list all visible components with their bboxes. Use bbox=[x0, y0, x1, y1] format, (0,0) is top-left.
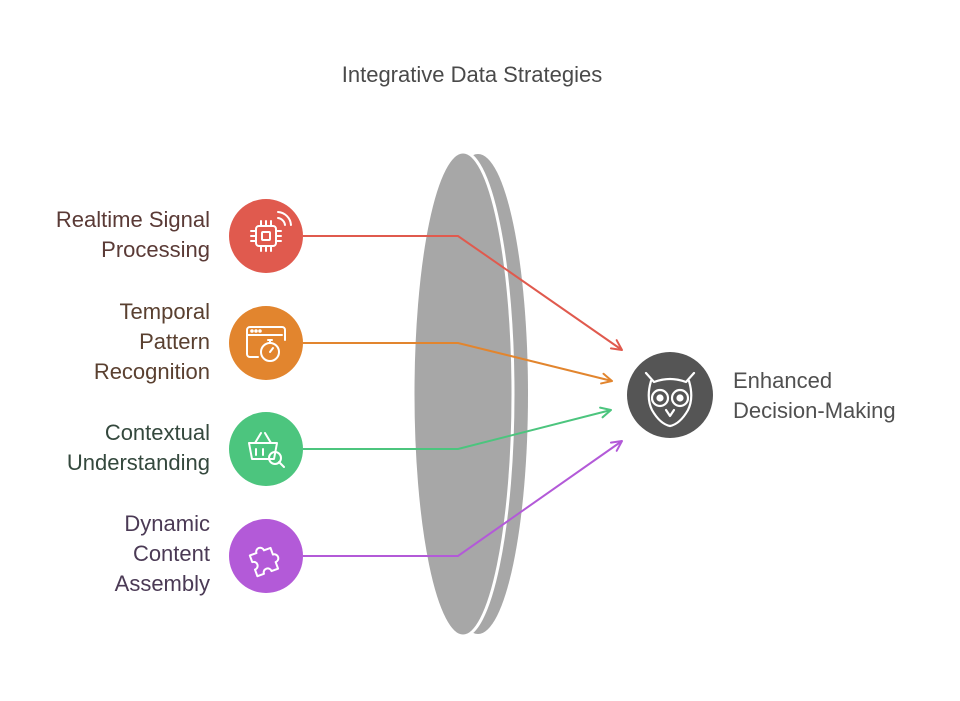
connector-arrow bbox=[303, 406, 612, 450]
input-circle bbox=[229, 199, 303, 273]
output-label: Enhanced Decision-Making bbox=[733, 368, 896, 423]
connector-arrow bbox=[303, 342, 613, 385]
lens bbox=[411, 150, 528, 638]
input-label: Temporal Pattern Recognition bbox=[93, 299, 210, 384]
connector-arrow bbox=[303, 440, 623, 557]
diagram-title: Integrative Data Strategies bbox=[341, 62, 603, 87]
connectors bbox=[303, 235, 623, 557]
owl-icon bbox=[644, 371, 696, 428]
cpu-signal-icon bbox=[250, 211, 292, 252]
output-circle bbox=[627, 352, 713, 438]
input-label: Contextual Understanding bbox=[66, 420, 210, 475]
input-circle bbox=[229, 412, 303, 486]
connector-arrow bbox=[303, 235, 623, 351]
basket-search-icon bbox=[248, 432, 285, 468]
input-label: Realtime Signal Processing bbox=[55, 207, 210, 262]
browser-stopwatch-icon bbox=[246, 326, 286, 362]
output-node bbox=[627, 352, 713, 438]
puzzle-piece-icon bbox=[248, 546, 280, 578]
input-circle bbox=[229, 519, 303, 593]
input-icons bbox=[229, 199, 303, 593]
input-label: Dynamic Content Assembly bbox=[114, 511, 210, 596]
